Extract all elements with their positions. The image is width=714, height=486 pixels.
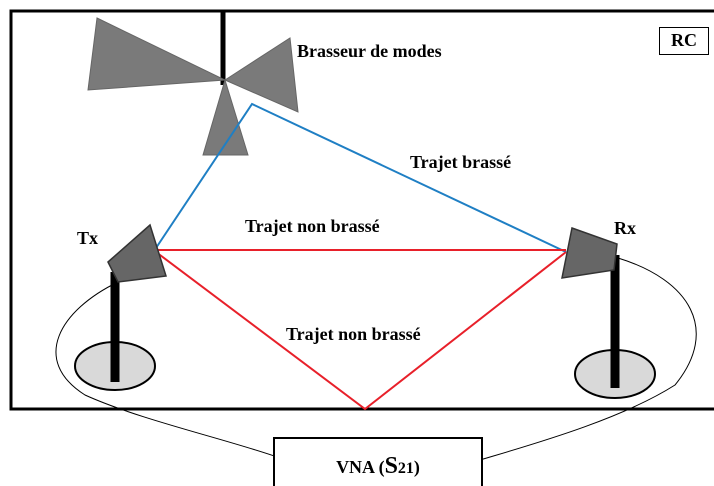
tx-horn [107,223,167,283]
stirred-path-line [155,102,567,253]
rx-antenna [561,227,656,399]
vna-s-subscript: 21 [397,460,414,477]
stirrer-blade [223,37,299,113]
mode-stirrer [87,11,299,156]
rc-label: RC [671,30,697,50]
vna-label: VNA ( [336,457,385,477]
stirred-path-label: Trajet brassé [410,152,511,172]
tx-antenna [74,223,167,391]
tx-cable [55,281,281,459]
chamber-wall [9,9,714,411]
direct-path-label: Trajet non brassé [245,216,380,236]
rx-label: Rx [614,218,636,238]
rx-cable [479,257,697,461]
tx-label: Tx [77,228,98,248]
reflected-path-label: Trajet non brassé [286,324,421,344]
vna-box: VNA (S21) [273,437,483,486]
stirrer-blade [87,17,227,91]
stirrer-label: Brasseur de modes [297,41,442,61]
rx-horn [561,227,618,279]
vna-close-paren: ) [413,457,420,477]
vna-s-param: S [384,453,398,479]
rc-label-box: RC [659,27,709,55]
reflected-path-line [155,251,567,411]
stirrer-blade [202,78,249,156]
